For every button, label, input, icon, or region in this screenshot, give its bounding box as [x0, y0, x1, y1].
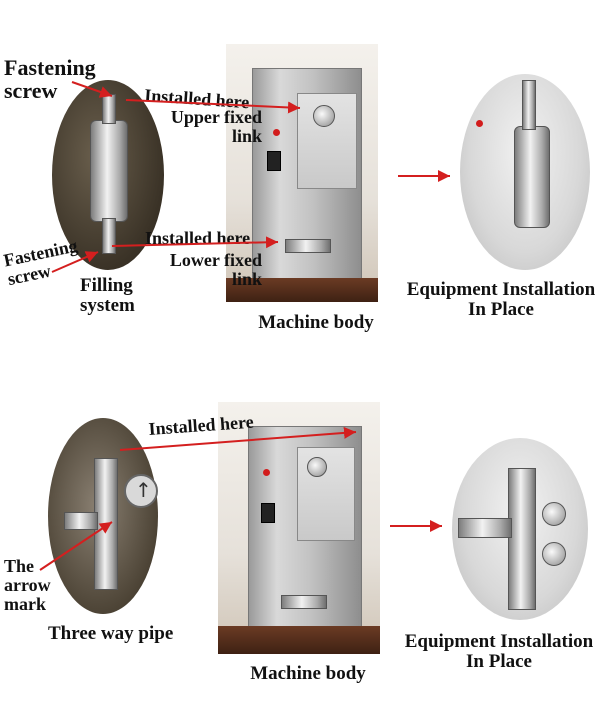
filling-cylinder: [90, 120, 128, 222]
equipment-installation-photo-bottom: [452, 438, 588, 620]
power-light-top: [273, 129, 280, 136]
three-way-side-branch: [64, 512, 98, 530]
three-way-pipe-label: Three way pipe: [48, 623, 174, 644]
installed-three-way-body: [508, 468, 536, 610]
arrow-arrow-mark: [39, 521, 113, 571]
installed-three-way-branch: [458, 518, 512, 538]
cabinet-bottom: [248, 426, 362, 628]
installed-hose-top: [522, 80, 536, 130]
machine-body-photo-top: [226, 44, 378, 302]
arrow-installed-lower: [111, 236, 279, 249]
filling-system-label: Filling system: [80, 275, 135, 316]
lower-fixed-link-label: Lower fixed link: [169, 250, 262, 289]
lower-link-fitting-bottom: [281, 595, 327, 609]
filling-system-photo: [52, 80, 164, 270]
arrow-fastening-screw-bottom: [51, 251, 99, 273]
arrow-fastening-screw-top: [71, 81, 113, 98]
arrow-mark-label: The arrow mark: [4, 556, 51, 614]
upper-fixed-link-label: Upper fixed link: [170, 107, 262, 146]
power-light-bottom: [263, 469, 270, 476]
switch-top: [267, 151, 281, 171]
switch-bottom: [261, 503, 275, 523]
machine-body-label-bottom: Machine body: [250, 663, 366, 684]
equipment-installation-label-bottom: Equipment Installation In Place: [404, 631, 594, 672]
mount-knob-lower: [542, 542, 566, 566]
equipment-installation-photo-top: [460, 74, 590, 270]
stand-bottom: [218, 626, 380, 654]
upper-fitting-knob-bottom: [307, 457, 327, 477]
up-arrow-icon: ↑: [135, 478, 152, 502]
arrow-installed-upper: [125, 99, 301, 114]
cabinet-top: [252, 68, 362, 280]
mount-knob-upper: [542, 502, 566, 526]
lower-link-fitting-top: [285, 239, 331, 253]
machine-body-photo-bottom: [218, 402, 380, 654]
installed-power-light-top: [476, 120, 483, 127]
machine-body-label-top: Machine body: [258, 312, 374, 333]
arrow-installed-here-bottom: [119, 426, 357, 451]
stand-top: [226, 278, 378, 302]
arrow-mark-inset: ↑: [124, 474, 158, 508]
fastening-screw-top-label: Fastening screw: [4, 55, 96, 104]
upper-fitting-knob: [313, 105, 335, 127]
equipment-installation-label-top: Equipment Installation In Place: [406, 279, 596, 320]
